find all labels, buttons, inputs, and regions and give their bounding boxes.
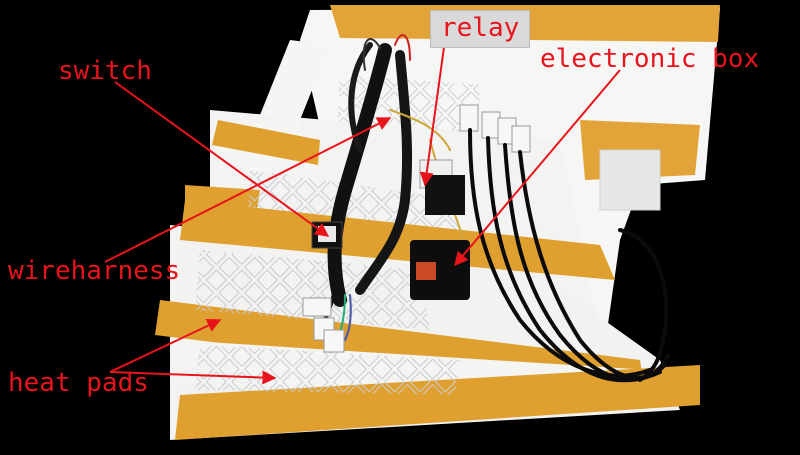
- label-switch: switch: [58, 56, 152, 86]
- label-electronic-box: electronic box: [540, 44, 760, 74]
- harness-connectors: [302, 297, 345, 353]
- pad-leads: [468, 128, 670, 383]
- arrow-heat-pads-1: [109, 319, 222, 373]
- label-heat-pads: heat pads: [8, 368, 149, 398]
- arrow-relay: [419, 39, 446, 187]
- arrow-wireharness: [104, 117, 392, 263]
- arrow-heat-pads-2: [109, 370, 277, 385]
- label-relay: relay: [430, 10, 531, 48]
- arrow-electronic-box: [454, 69, 621, 267]
- arrow-switch: [114, 81, 330, 237]
- electronic-box-unit: [410, 240, 470, 300]
- pad-connectors: [459, 104, 531, 153]
- annotation-arrows: [104, 39, 621, 385]
- label-wireharness: wireharness: [8, 256, 181, 286]
- wire-harness: [318, 34, 466, 346]
